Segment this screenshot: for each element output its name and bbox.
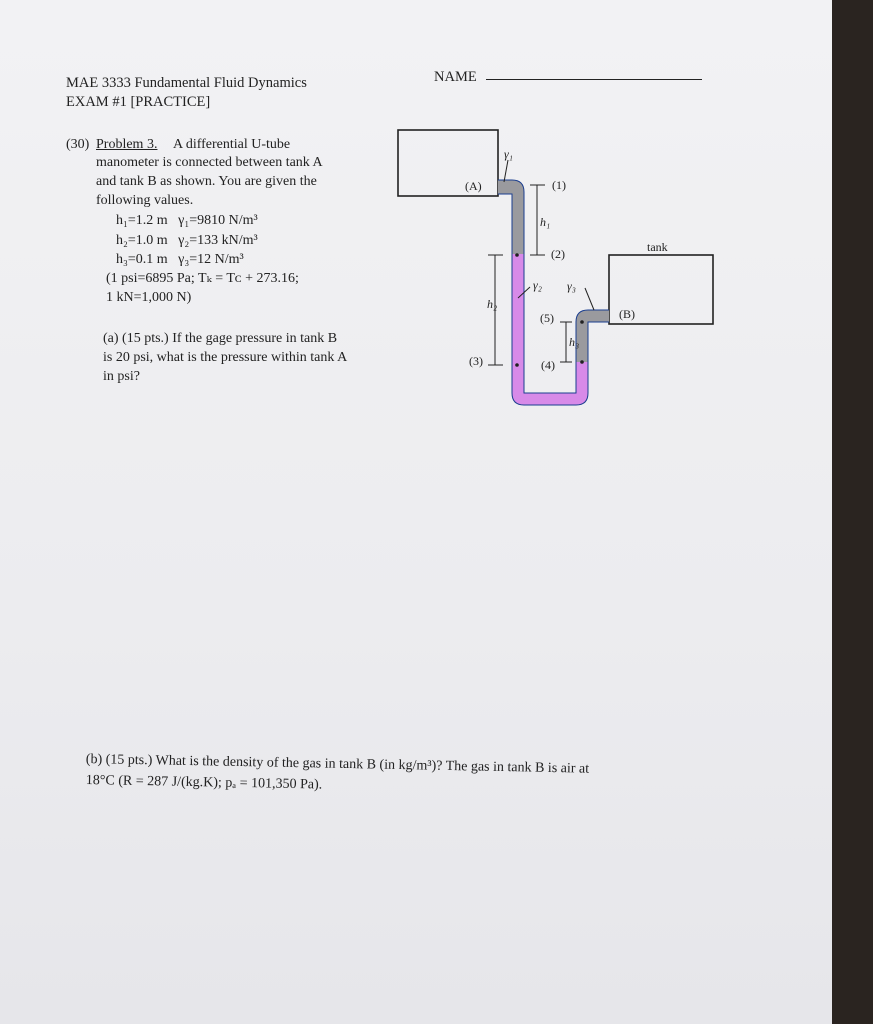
h3-label: h₃ xyxy=(569,335,579,349)
problem-intro-line: manometer is connected between tank A xyxy=(96,155,323,170)
fluid-gamma3 xyxy=(576,310,609,362)
point-label-1: (1) xyxy=(552,178,566,192)
conversion-line: (1 psi=6895 Pa; Tₖ = Tᴄ + 273.16; xyxy=(106,271,299,286)
tank-word: tank xyxy=(647,240,668,254)
gamma3-label: γ₃ xyxy=(567,279,576,293)
part-a-line: is 20 psi, what is the pressure within t… xyxy=(103,350,348,365)
point-label-5: (5) xyxy=(540,311,554,325)
given-value: h₁=1.2 m γ₁=9810 N/m³ xyxy=(116,213,258,228)
course-title: MAE 3333 Fundamental Fluid Dynamics xyxy=(66,75,307,91)
problem-intro-line: following values. xyxy=(96,193,194,208)
tube-outline-inner xyxy=(498,179,609,394)
gamma1-label: γ₁ xyxy=(504,147,513,161)
conversion-line: 1 kN=1,000 N) xyxy=(106,290,192,305)
given-value: h₂=1.0 m γ₂=133 kN/m³ xyxy=(116,233,258,248)
problem-intro-line: and tank B as shown. You are given the xyxy=(96,174,317,189)
h1-label: h₁ xyxy=(540,215,550,229)
problem-points: (30) xyxy=(66,137,90,152)
part-a-line: (a) (15 pts.) If the gage pressure in ta… xyxy=(103,331,338,346)
tank-b-label: (B) xyxy=(619,307,635,321)
given-value: h₃=0.1 m γ₃=12 N/m³ xyxy=(116,252,244,267)
exam-title: EXAM #1 [PRACTICE] xyxy=(66,94,211,110)
fluid-gamma1 xyxy=(498,180,524,254)
problem-intro-line: A differential U-tube xyxy=(173,137,291,152)
fluid-gamma2 xyxy=(512,254,588,405)
name-label: NAME xyxy=(434,69,477,85)
point-label-2: (2) xyxy=(551,247,565,261)
point-label-4: (4) xyxy=(541,358,555,372)
tube-outline-outer xyxy=(498,193,609,406)
gamma2-label: γ₂ xyxy=(533,278,542,292)
point-label-3: (3) xyxy=(469,354,483,368)
tank-b xyxy=(608,254,714,325)
manometer-diagram: (A) (B) tank (1) (2) (3) (4) (5) γ₁ γ₂ γ… xyxy=(397,129,714,406)
tank-a xyxy=(397,129,499,197)
part-a-line: in psi? xyxy=(103,369,140,384)
exam-sheet: MAE 3333 Fundamental Fluid Dynamics EXAM… xyxy=(0,0,832,1024)
name-underline xyxy=(486,79,702,80)
problem-title: Problem 3. xyxy=(96,137,158,152)
tank-a-label: (A) xyxy=(465,179,482,193)
h2-label: h₂ xyxy=(487,297,497,311)
